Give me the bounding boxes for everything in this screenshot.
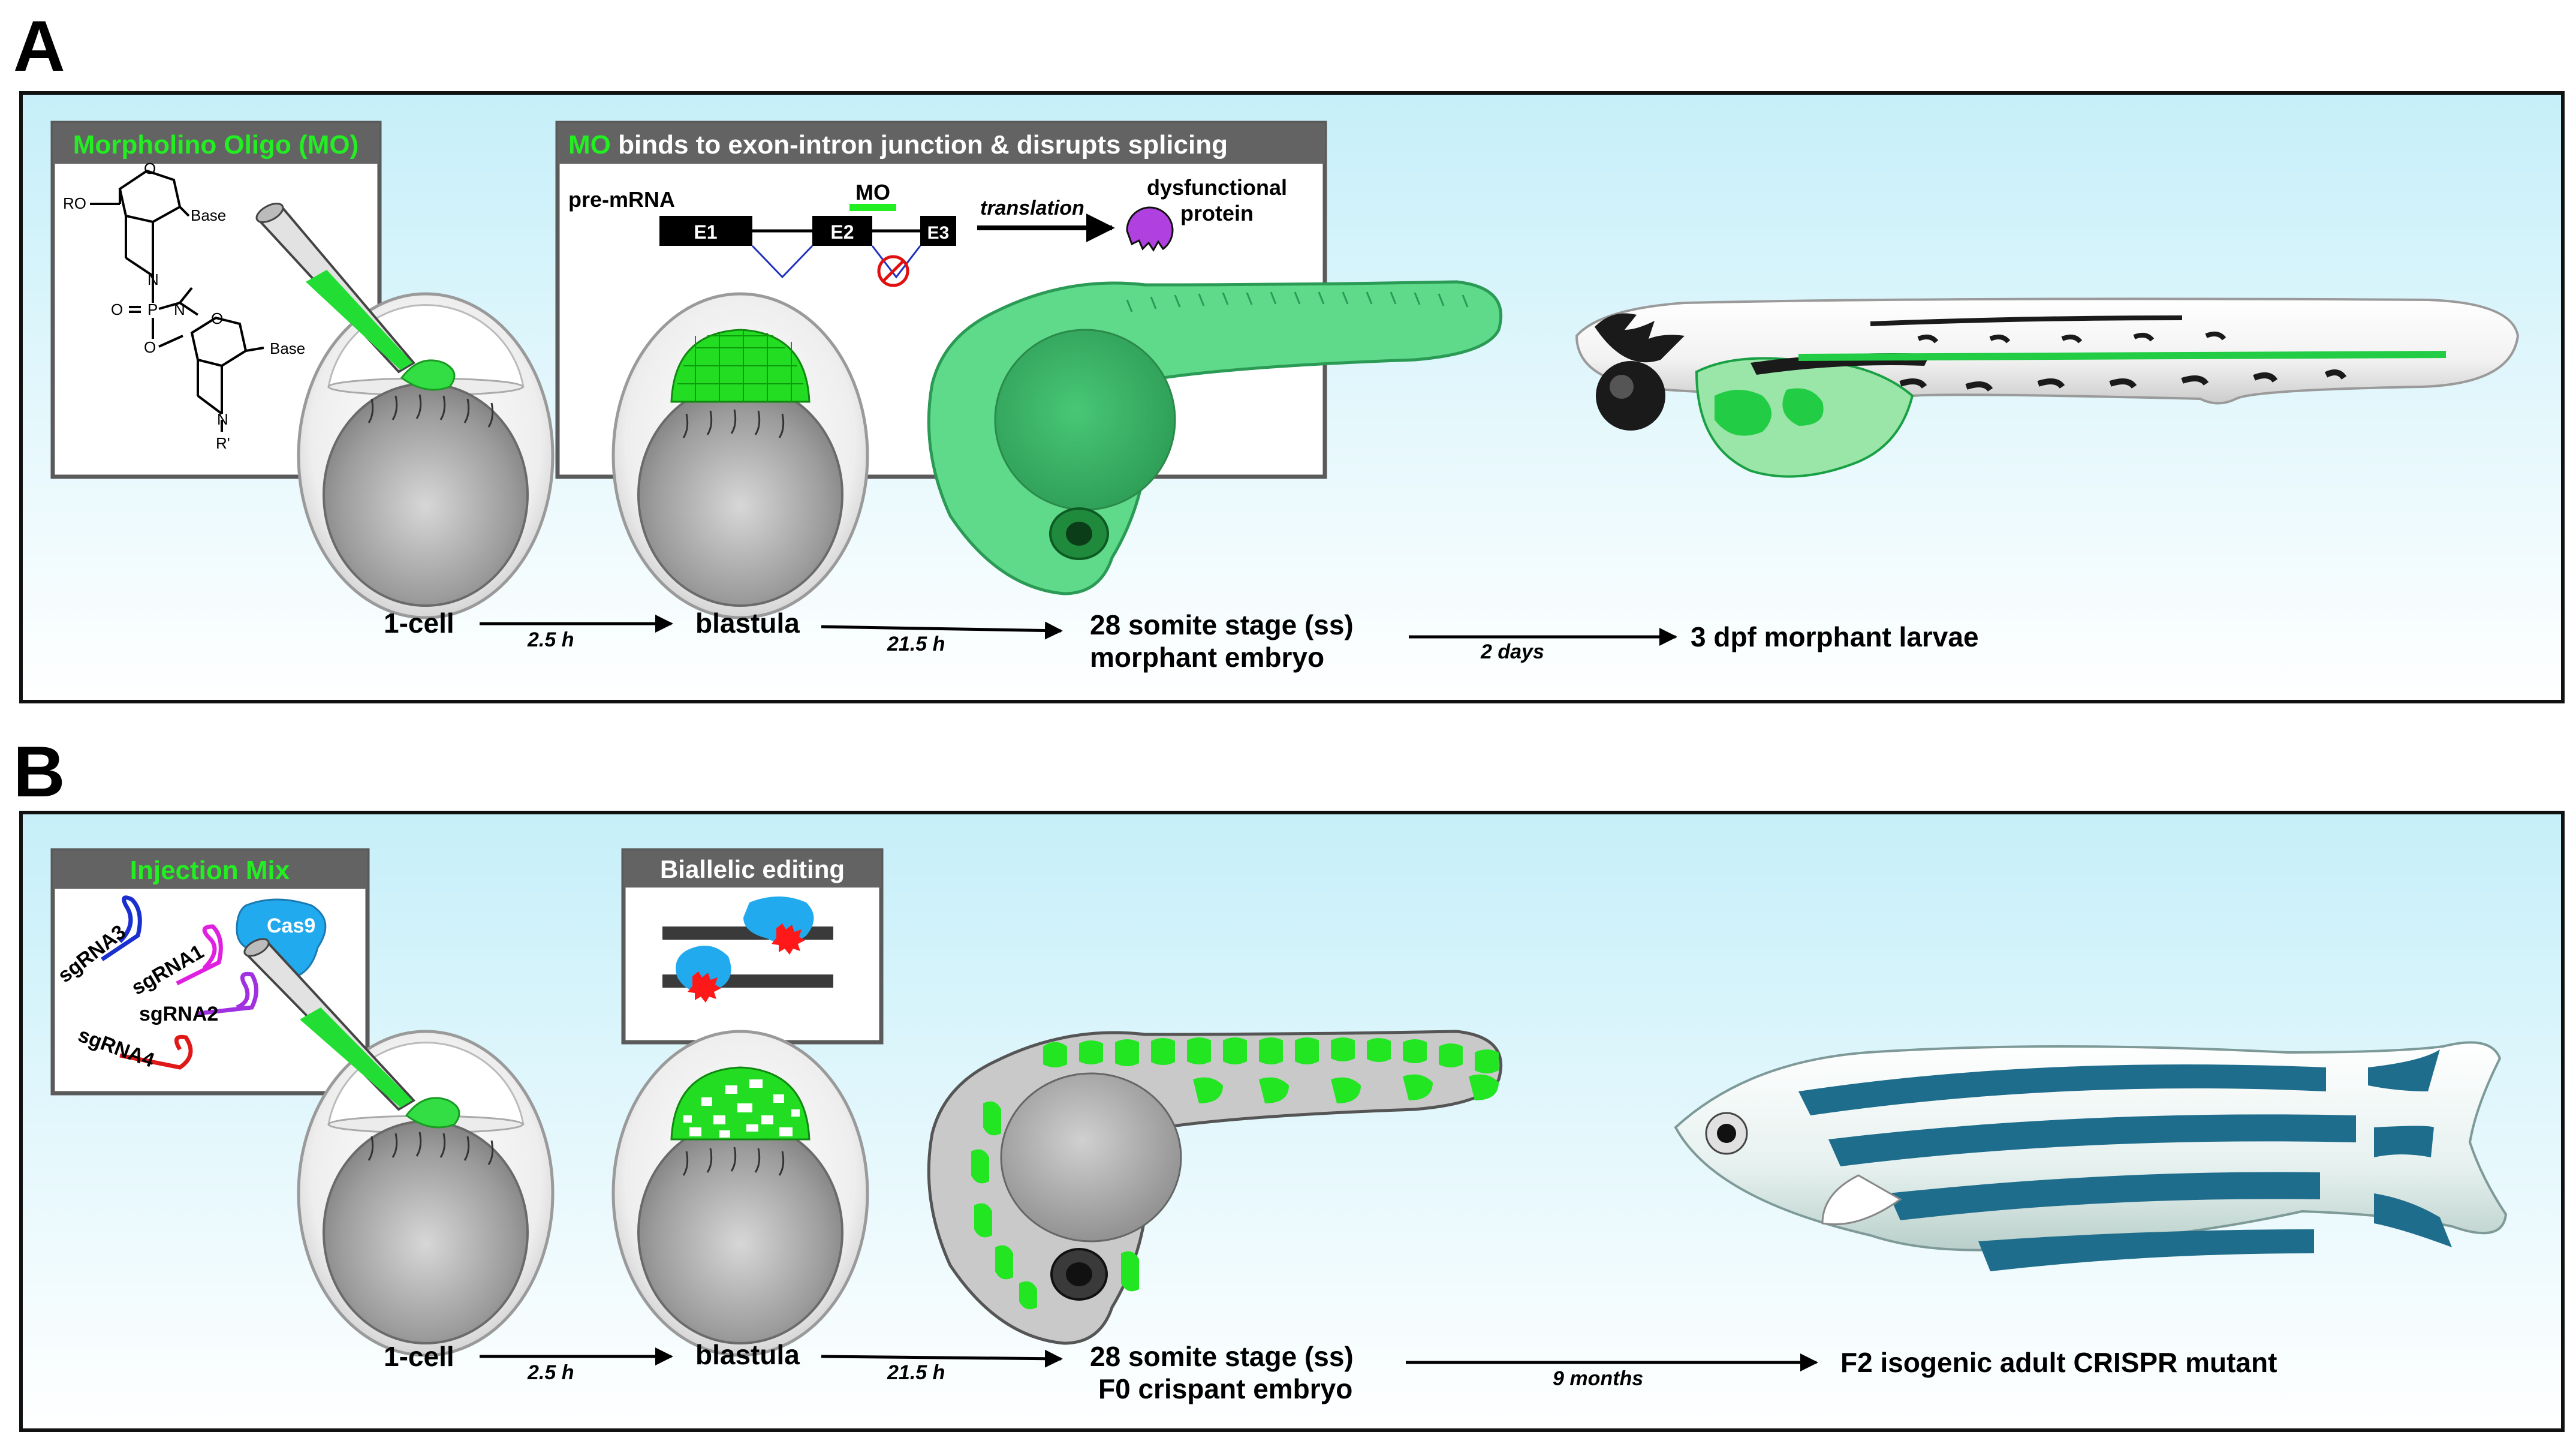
cas9-allele2-icon [676,946,731,992]
struct-base1: Base [191,206,226,224]
stage-b-blastula: blastula [695,1339,800,1370]
exon-e3 [920,216,956,246]
cut-site-1 [772,923,805,955]
morpholino-box: Morpholino Oligo (MO) RO O [50,121,382,479]
morpholino-box-title: Morpholino Oligo (MO) [73,130,359,160]
stage-b-28ss-line2: F0 crispant embryo [1098,1373,1352,1404]
dysfunctional-protein-icon [1126,206,1174,252]
splicing-box-title: MO binds to exon-intron junction & disru… [568,130,1228,160]
translation-label: translation [980,197,1084,219]
injection-mix-title: Injection Mix [130,856,290,885]
stage-a-blastula: blastula [695,607,800,639]
exon-e2-label: E2 [830,221,854,243]
struct-p: P [147,300,158,318]
arrow-a-2 [821,621,1063,640]
panel-b-letter: B [13,732,65,812]
struct-n3: N [217,410,228,428]
stage-a-larvae: 3 dpf morphant larvae [1691,621,1979,652]
timeline-b: 1-cell 2.5 h blastula 21.5 h 28 somite s… [384,1339,2277,1404]
struct-n2: N [174,300,185,318]
stage-b-adult: F2 isogenic adult CRISPR mutant [1840,1347,2277,1378]
stage-b-28ss-line1: 28 somite stage (ss) [1090,1341,1354,1372]
time-b-1: 2.5 h [527,1361,574,1384]
stage-a-1cell: 1-cell [384,607,454,639]
struct-n1: N [147,270,159,288]
struct-o-link: O [144,338,156,356]
exon-e3-label: E3 [927,223,950,243]
panel-a-letter: A [13,6,65,86]
morphant-embryo-28ss [927,280,1503,595]
splice-line-1 [751,245,814,279]
cut-site-2 [688,971,721,1003]
time-b-2: 21.5 h [887,1361,945,1384]
arrow-b-2 [821,1349,1063,1368]
time-a-2: 21.5 h [887,633,945,655]
stage-a-28ss-line1: 28 somite stage (ss) [1090,609,1354,640]
egg-1cell-a [255,203,555,619]
exon-e2 [812,216,872,246]
protein-label-2: protein [1180,201,1254,225]
sgrna2-strand [197,971,258,1016]
struct-r: R' [216,434,230,452]
splice-line-2 [871,245,921,279]
exon-e1-label: E1 [694,221,717,243]
blocked-splice-icon [877,255,909,287]
cas9-label: Cas9 [267,914,315,937]
sgrna2-label: sgRNA2 [139,1003,218,1025]
time-a-1: 2.5 h [527,628,574,651]
protein-label-1: dysfunctional [1147,175,1287,200]
blastula-b [611,1030,869,1357]
morpholino-structure [90,169,264,432]
time-a-3: 2 days [1480,640,1544,663]
adult-crispr-fish [1674,1041,2508,1271]
sgrna3-strand [101,895,142,961]
injection-mix-box: Injection Mix sgRNA3 sgRNA1 sgRNA2 sgRNA… [50,848,370,1096]
mo-bar [849,204,896,211]
egg-1cell-b [243,938,555,1357]
mo-bar-label: MO [855,180,890,204]
injection-needle-a [255,203,416,374]
biallelic-editing-box: Biallelic editing [621,848,884,1045]
exon-e1 [659,216,752,246]
crispant-embryo-28ss [927,1030,1503,1345]
stage-a-28ss-line2: morphant embryo [1090,642,1324,673]
stage-b-1cell: 1-cell [384,1341,454,1372]
struct-base2: Base [270,339,305,357]
morphant-larva-3dpf [1575,297,2520,478]
struct-o-ring1: O [144,160,156,178]
sgrna1-strand [176,924,223,986]
sgrna4-strand [119,1034,193,1070]
blastula-a [611,292,869,619]
pre-mrna-label: pre-mRNA [568,187,675,212]
timeline-a: 1-cell 2.5 h blastula 21.5 h 28 somite s… [384,607,1979,673]
biallelic-editing-title: Biallelic editing [660,855,845,883]
struct-o-ring2: O [211,309,223,327]
injection-needle-b [243,938,416,1111]
time-b-3: 9 months [1553,1367,1643,1390]
struct-o-dbl: O [111,300,123,318]
struct-ro: RO [63,194,86,212]
